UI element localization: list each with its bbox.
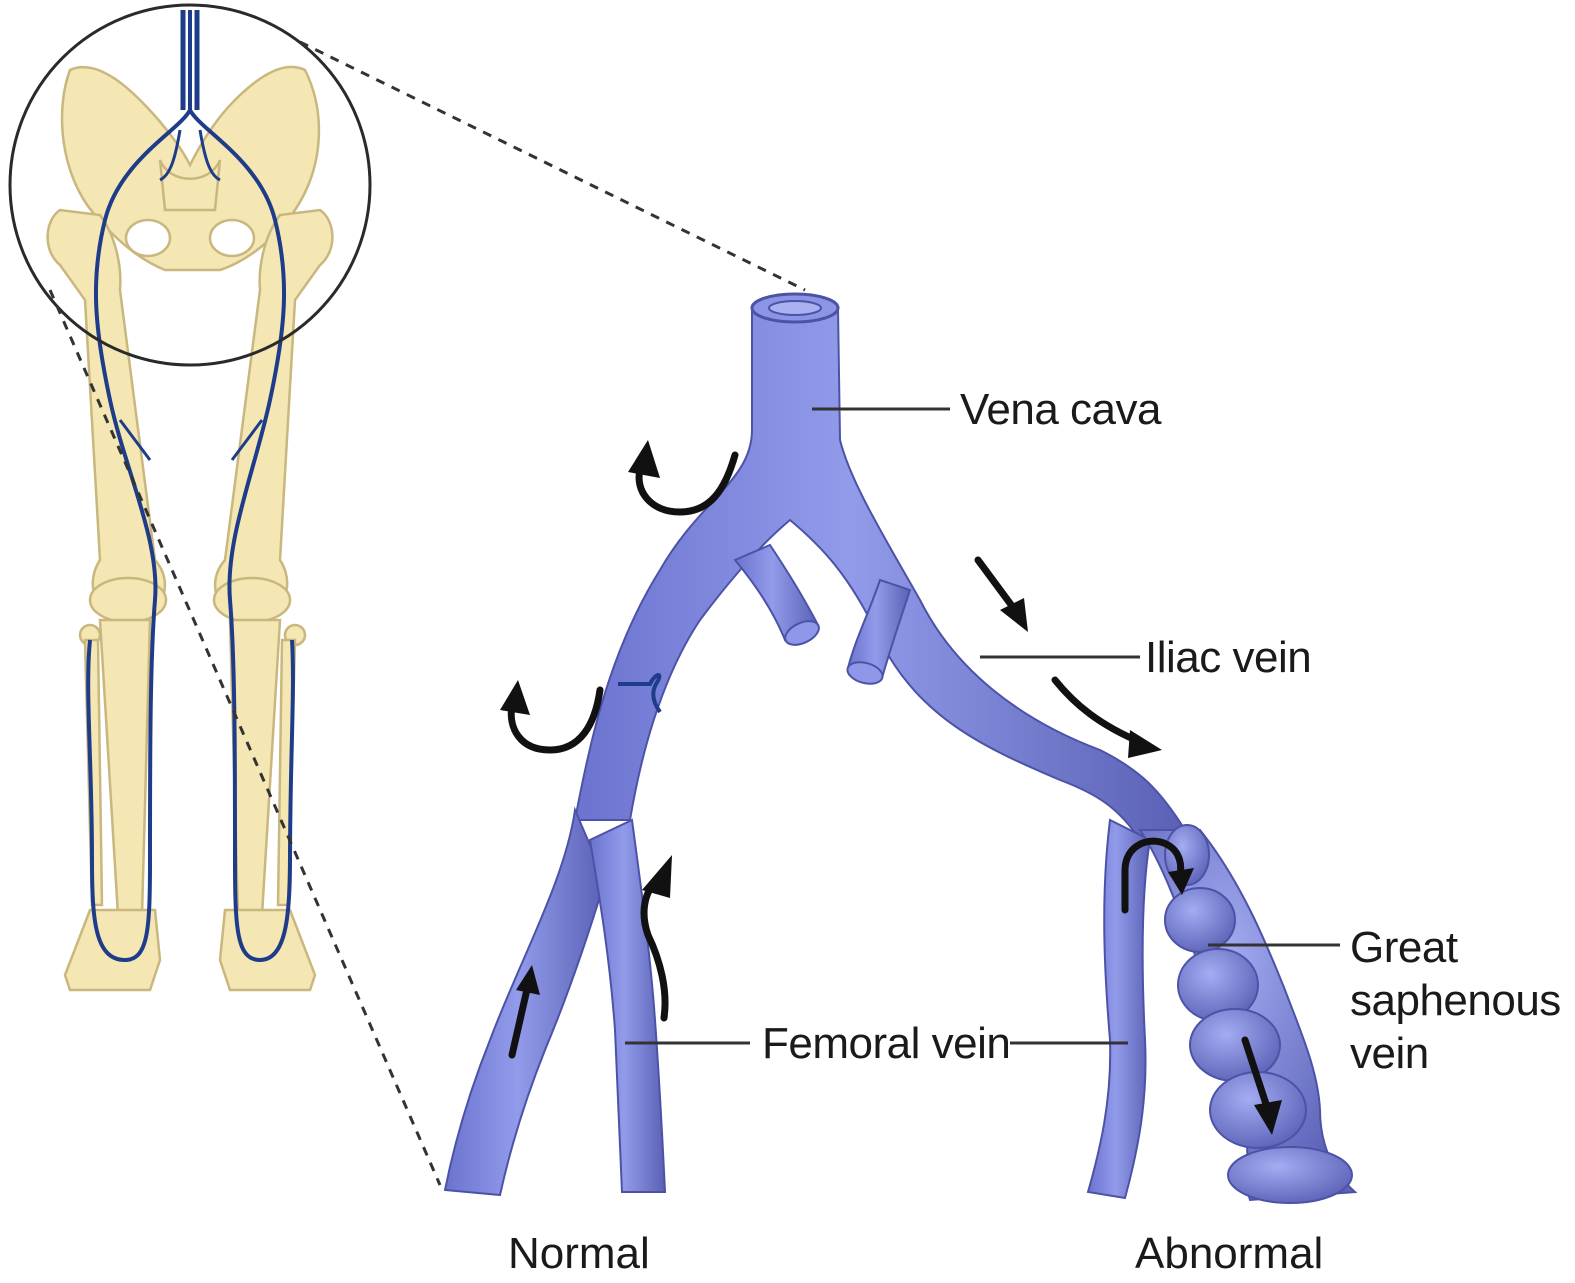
label-great-saphenous-1: Great [1350,923,1458,972]
abnormal-femoral-branch [1088,820,1150,1198]
down-arrow-1 [978,560,1015,610]
varicose-saphenous-vein [1140,825,1355,1203]
normal-femoral-branches [445,810,665,1195]
label-vena-cava: Vena cava [960,385,1162,434]
label-great-saphenous-2: saphenous [1350,976,1561,1025]
caption-normal: Normal [508,1229,650,1278]
caption-abnormal: Abnormal [1135,1229,1323,1278]
label-great-saphenous-3: vein [1350,1029,1429,1078]
shin-bones [85,620,295,915]
down-arrow-2 [1055,680,1140,742]
u-arrow-middle [511,690,600,750]
label-femoral-vein: Femoral vein [762,1019,1010,1068]
label-iliac-vein: Iliac vein [1145,633,1311,682]
